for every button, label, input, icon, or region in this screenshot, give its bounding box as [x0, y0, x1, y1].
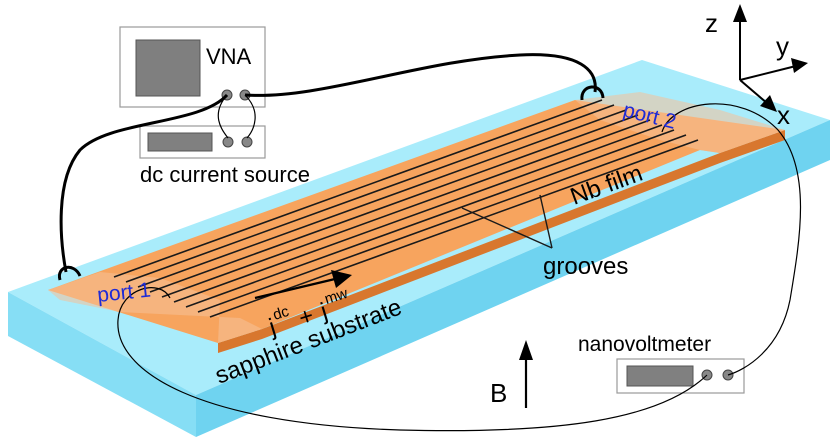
groove-line [173, 124, 663, 303]
z-axis-head [733, 4, 747, 22]
port2-pad [575, 92, 785, 153]
groove-line [197, 134, 687, 313]
nanovoltmeter-label: nanovoltmeter [578, 333, 711, 356]
coax-loop-port2 [580, 85, 605, 101]
coax-cable-port2 [244, 53, 597, 97]
dc-source-terminal [241, 136, 253, 148]
coax-loop-port1 [57, 265, 82, 281]
nanovoltmeter-instrument [616, 358, 745, 394]
groove-line [113, 99, 603, 278]
y-axis-line [739, 65, 797, 81]
port1-label: port 1 [96, 278, 152, 306]
grooves [113, 99, 699, 318]
groove-line [149, 114, 639, 293]
coordinate-axes [733, 4, 808, 112]
vna-screen [135, 39, 201, 97]
grooves-label: grooves [543, 253, 628, 280]
nanovoltmeter-display [626, 365, 694, 387]
voltage-lead-port2 [661, 103, 802, 376]
dc-source-terminal [222, 136, 234, 148]
current-arrow-head [331, 270, 352, 288]
groove-line [125, 104, 615, 283]
y-axis-label: y [776, 31, 789, 61]
groove-line [137, 109, 627, 288]
substrate-front-face [8, 292, 196, 437]
groove-line [185, 129, 675, 308]
nb-film [48, 92, 785, 353]
bias-wire [244, 94, 256, 139]
dc-source-display [147, 132, 213, 152]
groove-line [161, 119, 651, 298]
y-axis-head [791, 58, 808, 73]
field-arrow [519, 340, 533, 408]
port1-pad [48, 272, 262, 343]
dc-current-source [139, 125, 266, 159]
x-axis-label: x [777, 100, 790, 130]
grooves-pointers [461, 194, 553, 249]
coax-cable-port1 [59, 93, 229, 273]
x-axis-head [760, 95, 777, 112]
groove-pointer [539, 194, 553, 249]
current-sup-mw: mw [323, 285, 350, 308]
dc-source-label: dc current source [140, 162, 310, 187]
x-axis-line [739, 79, 769, 105]
port2-side-face [720, 130, 785, 163]
groove-line [209, 139, 699, 318]
film-top-face [48, 100, 785, 343]
current-sup-dc: dc [271, 303, 292, 324]
z-axis-label: z [705, 8, 718, 38]
cables [57, 53, 802, 432]
voltage-lead-port1 [117, 287, 708, 432]
substrate-side-face [196, 120, 830, 437]
film-side-face-right [262, 153, 720, 339]
groove-pointer [461, 207, 553, 249]
bias-wire [217, 94, 229, 139]
vna-label: VNA [206, 44, 252, 69]
field-label: B [490, 378, 507, 408]
field-arrow-head [519, 340, 533, 360]
current-arrow-shaft [254, 277, 336, 300]
current-arrow [254, 270, 352, 300]
film-side-face [218, 329, 262, 353]
